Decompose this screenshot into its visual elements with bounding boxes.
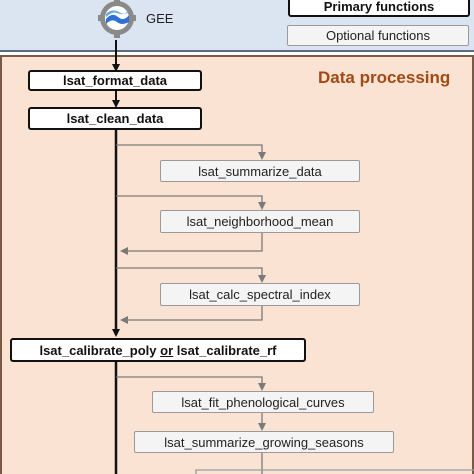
step-lsat-summarize-growing-seasons: lsat_summarize_growing_seasons (134, 431, 394, 453)
gee-label: GEE (146, 11, 174, 26)
branch-to-spectral (116, 267, 266, 283)
legend-optional-functions: Optional functions (287, 25, 469, 46)
gee-logo-icon (98, 0, 136, 38)
legend-optional-label: Optional functions (325, 28, 431, 43)
step-lsat-fit-phenological-curves: lsat_fit_phenological_curves (152, 391, 374, 413)
step-lsat-summarize-data-label: lsat_summarize_data (198, 163, 322, 179)
step-lsat-calc-spectral-index-label: lsat_calc_spectral_index (189, 287, 331, 302)
step-lsat-format-data: lsat_format_data (28, 70, 202, 91)
branch-to-neighborhood (116, 195, 266, 210)
return-from-neighborhood (120, 233, 263, 255)
return-from-spectral (120, 306, 263, 324)
step-lsat-fit-phenological-curves-label: lsat_fit_phenological_curves (181, 394, 345, 410)
branch-to-summarize (116, 144, 266, 160)
step-lsat-neighborhood-mean: lsat_neighborhood_mean (160, 210, 360, 233)
step-lsat-summarize-data: lsat_summarize_data (160, 160, 360, 182)
step-lsat-clean-data-label: lsat_clean_data (66, 111, 164, 126)
step-lsat-format-data-label: lsat_format_data (62, 73, 168, 88)
section-title: Data processing (318, 68, 451, 87)
step-lsat-calibrate-rf-label: lsat_calibrate_rf (176, 342, 277, 358)
legend-primary-label: Primary functions (323, 0, 435, 14)
partial-next-box (195, 469, 474, 474)
step-lsat-clean-data: lsat_clean_data (28, 107, 202, 130)
step-lsat-calibrate: lsat_calibrate_poly or lsat_calibrate_rf (10, 338, 306, 362)
step-calibrate-or-label: or (160, 342, 174, 358)
step-lsat-neighborhood-mean-label: lsat_neighborhood_mean (186, 214, 334, 229)
legend-primary-functions: Primary functions (288, 0, 470, 17)
step-lsat-calc-spectral-index: lsat_calc_spectral_index (160, 283, 360, 306)
branch-to-phenological (116, 376, 266, 391)
step-lsat-calibrate-poly-label: lsat_calibrate_poly (39, 342, 157, 358)
step-lsat-summarize-growing-seasons-label: lsat_summarize_growing_seasons (164, 434, 364, 450)
